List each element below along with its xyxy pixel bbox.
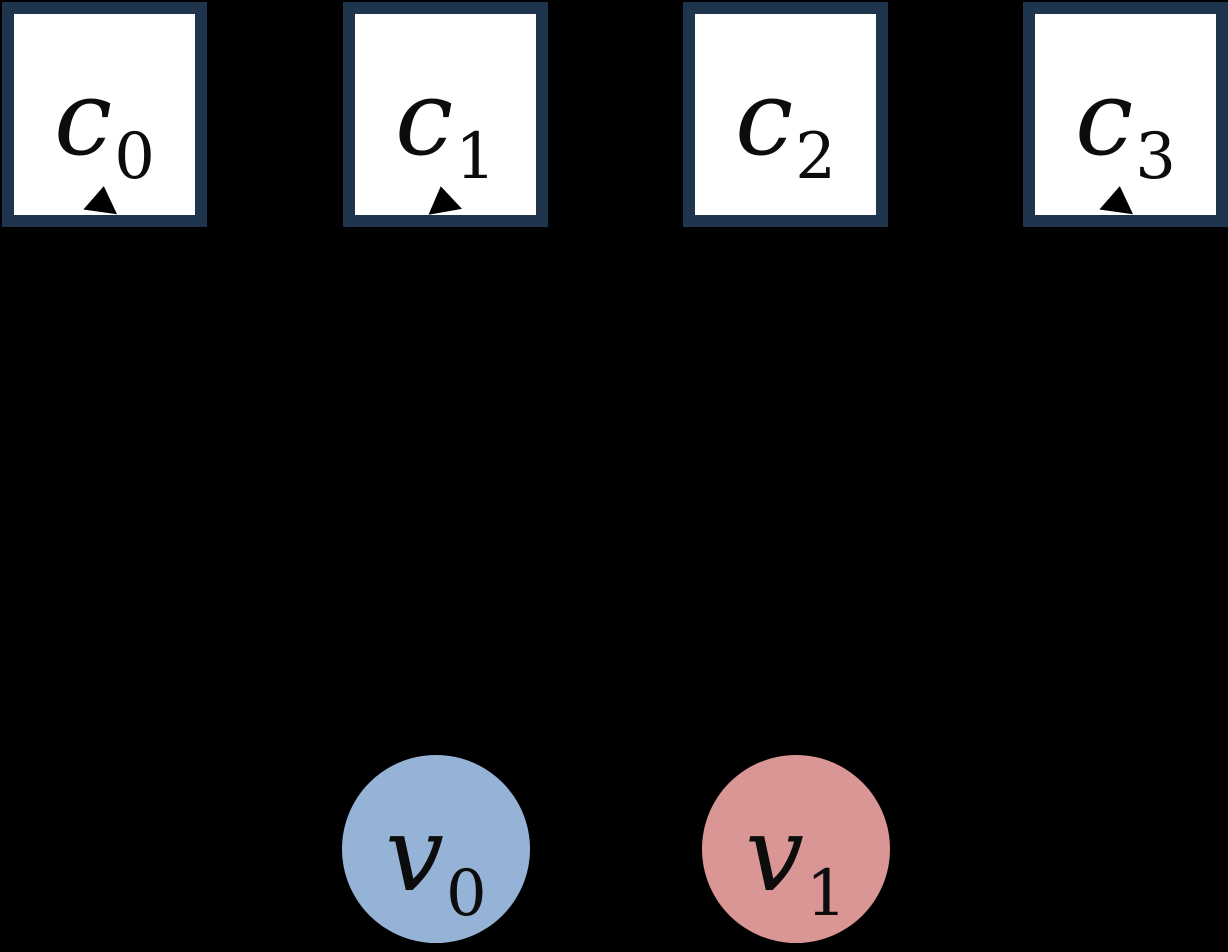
check-node-c1-label: c1 <box>395 66 496 189</box>
check-node-c3-label: c3 <box>1075 66 1176 189</box>
variable-node-v0-label-base: v <box>385 793 445 916</box>
check-node-c2-label-subscript: 2 <box>795 120 836 195</box>
variable-node-v1: v1 <box>702 755 890 943</box>
check-node-c1-label-base: c <box>395 56 454 179</box>
variable-node-v1-label-subscript: 1 <box>806 856 847 931</box>
check-node-c3-label-subscript: 3 <box>1135 120 1176 195</box>
variable-node-v0-label: v0 <box>385 802 486 925</box>
edge-arrowhead-icon-c0 <box>83 183 121 215</box>
variable-node-v0-label-subscript: 0 <box>446 856 487 931</box>
variable-node-v0: v0 <box>342 755 530 943</box>
check-node-c0-label-subscript: 0 <box>114 120 155 195</box>
check-node-c3: c3 <box>1023 2 1228 227</box>
check-node-c0: c0 <box>2 2 207 227</box>
edge-arrowhead-icon-c3 <box>1099 183 1137 215</box>
variable-node-v1-label-base: v <box>745 793 805 916</box>
check-node-c2: c2 <box>683 2 888 227</box>
check-node-c0-label-base: c <box>54 56 113 179</box>
check-node-c2-label-base: c <box>735 56 794 179</box>
check-node-c2-label: c2 <box>735 66 836 189</box>
variable-node-v1-label: v1 <box>745 802 846 925</box>
check-node-c3-label-base: c <box>1075 56 1134 179</box>
check-node-c1: c1 <box>343 2 548 227</box>
check-node-c0-label: c0 <box>54 66 155 189</box>
check-node-c1-label-subscript: 1 <box>455 120 496 195</box>
